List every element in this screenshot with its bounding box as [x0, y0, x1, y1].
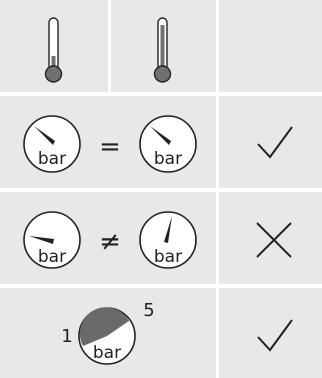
pressure-gauge-icon: bar [139, 211, 197, 269]
gauge-unit-label: bar [154, 247, 182, 267]
check-icon [257, 319, 293, 352]
thermometer-icon [153, 17, 172, 83]
scale-max-label: 5 [143, 300, 154, 321]
cell-r3-result [219, 192, 322, 284]
cross-icon [256, 222, 292, 258]
thermometer-icon [44, 17, 63, 83]
pressure-gauge-icon: bar [23, 211, 81, 269]
scale-min-label: 1 [61, 326, 72, 347]
equals-operator: = [99, 132, 121, 162]
pressure-gauge-icon: bar [23, 115, 81, 173]
pressure-gauge-icon: bar [139, 115, 197, 173]
cell-r4-result [219, 288, 322, 378]
gauge-unit-label: bar [38, 149, 66, 169]
gauge-unit-label: bar [154, 149, 182, 169]
gauge-unit-label: bar [93, 343, 121, 363]
cell-r2-result [219, 96, 322, 188]
not-equals-operator: ≠ [99, 227, 121, 257]
gauge-unit-label: bar [38, 247, 66, 267]
check-icon [257, 126, 293, 159]
cell-r1-c3 [219, 0, 322, 92]
pressure-gauge-icon: bar [78, 307, 136, 365]
